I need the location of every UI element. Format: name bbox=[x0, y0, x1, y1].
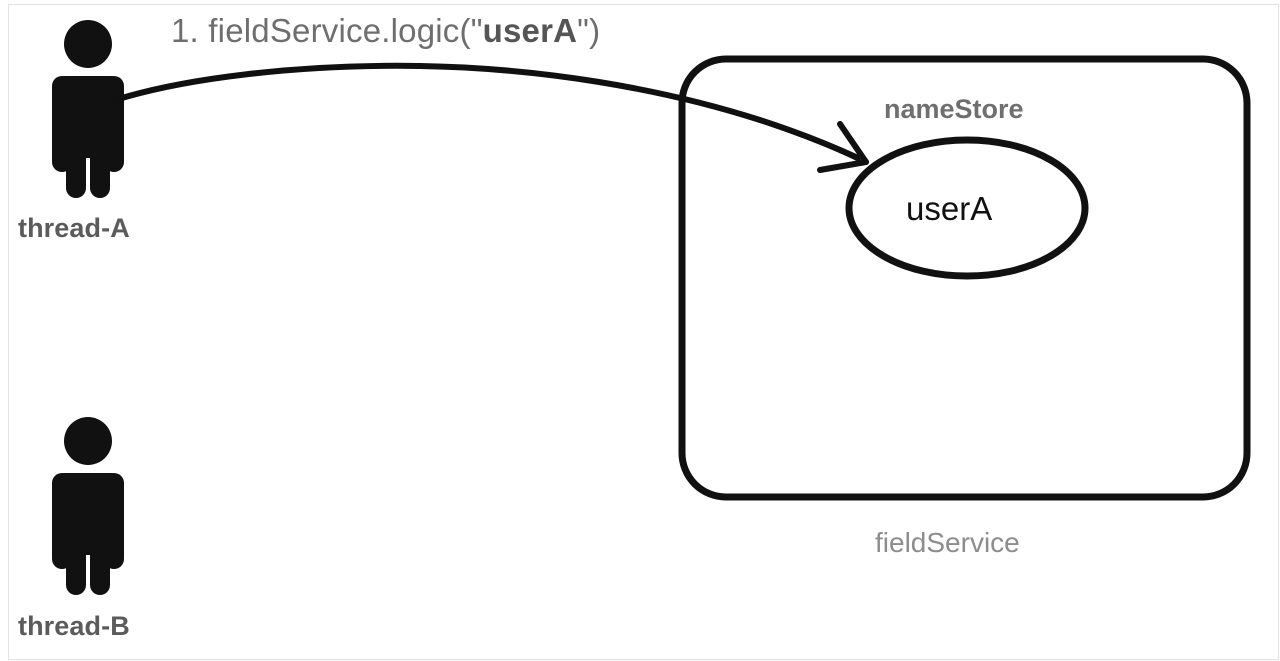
message-sequence: 1. bbox=[171, 12, 209, 49]
store-value-label: userA bbox=[906, 190, 993, 227]
curved-arrow-icon bbox=[103, 62, 869, 173]
person-icon bbox=[52, 20, 124, 198]
container-label-fieldService: fieldService bbox=[875, 527, 1020, 558]
diagram-frame bbox=[8, 4, 1279, 660]
container-shape bbox=[678, 55, 1251, 501]
message-call: fieldService.logic(" bbox=[208, 12, 483, 49]
actor-label-thread-a: thread-A bbox=[18, 213, 130, 243]
message-label: 1. fieldService.logic("userA") bbox=[171, 14, 600, 47]
store-label-nameStore: nameStore bbox=[884, 94, 1024, 124]
message-argument: userA bbox=[482, 12, 578, 49]
person-icon bbox=[52, 417, 124, 595]
message-call-end: ") bbox=[577, 12, 601, 49]
actor-label-thread-b: thread-B bbox=[18, 611, 130, 641]
store-shape bbox=[845, 136, 1089, 280]
